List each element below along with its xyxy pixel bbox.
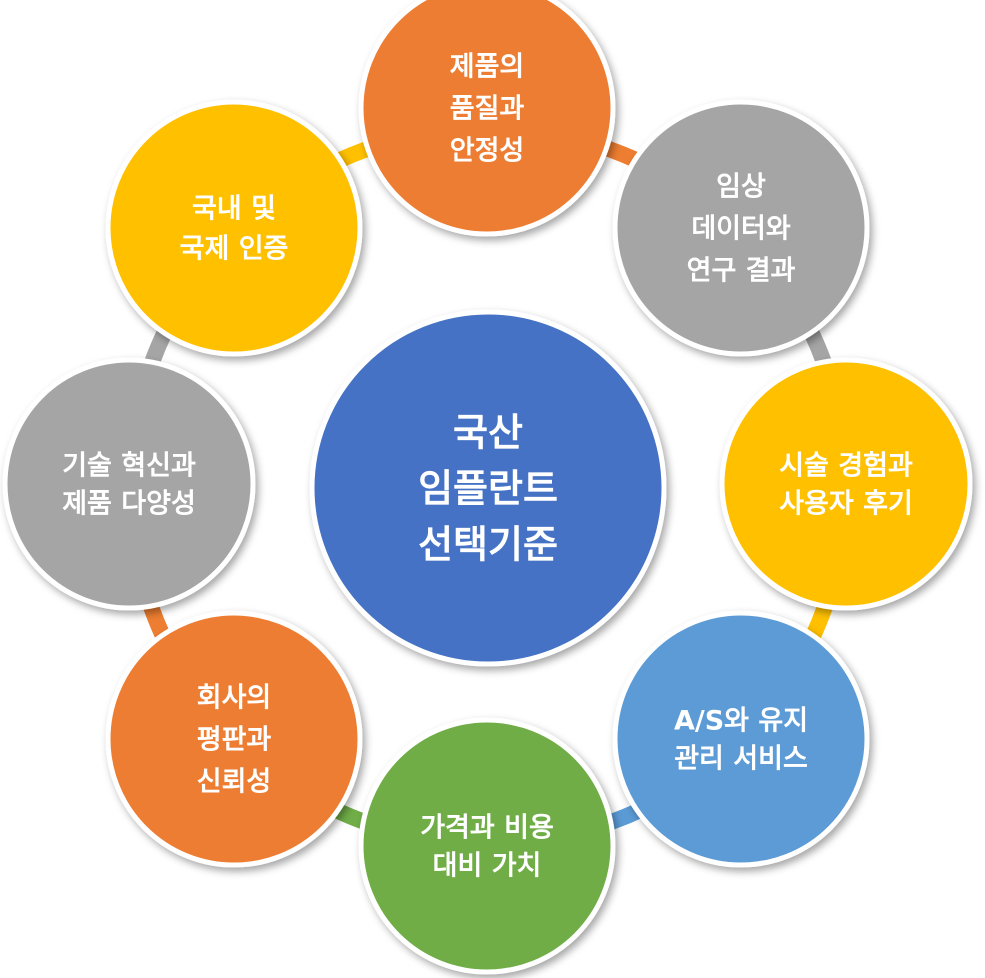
node-circle-after-service <box>612 610 870 868</box>
node-circle-certification <box>105 99 363 357</box>
node-label-quality-stability-line-2: 품질과 <box>450 94 525 125</box>
node-label-after-service-line-1: A/S와 유지 <box>674 706 808 737</box>
node-circle-company-reputation <box>105 610 363 868</box>
center-circle <box>309 309 667 667</box>
node-label-company-reputation-line-3: 신뢰성 <box>197 767 272 798</box>
node-certification: 국내 및국제 인증 <box>105 99 363 357</box>
node-circle-price-value <box>358 717 616 975</box>
node-label-tech-innovation-line-2: 제품 다양성 <box>62 489 196 520</box>
center-label-line-2: 임플란트 <box>418 467 558 511</box>
node-label-surgery-experience-line-1: 시술 경험과 <box>779 451 913 482</box>
node-circle-quality-stability <box>358 0 616 237</box>
node-label-quality-stability-line-3: 안정성 <box>450 136 525 167</box>
node-label-price-value-line-1: 가격과 비용 <box>420 813 554 844</box>
node-circle-tech-innovation <box>2 357 256 611</box>
node-label-certification-line-2: 국제 인증 <box>180 234 289 265</box>
node-label-clinical-data-line-1: 임상 <box>716 172 766 203</box>
node-label-surgery-experience-line-2: 사용자 후기 <box>779 489 913 520</box>
node-circle-surgery-experience <box>719 357 973 611</box>
node-label-certification-line-1: 국내 및 <box>192 194 276 225</box>
node-circle-clinical-data <box>612 99 870 357</box>
node-label-company-reputation-line-1: 회사의 <box>197 683 272 714</box>
node-label-price-value-line-2: 대비 가치 <box>433 851 542 882</box>
node-label-company-reputation-line-2: 평판과 <box>197 725 272 756</box>
node-label-clinical-data-line-2: 데이터와 <box>691 214 791 245</box>
center-label-line-3: 선택기준 <box>418 523 558 567</box>
node-label-tech-innovation-line-1: 기술 혁신과 <box>62 451 196 482</box>
center-label-line-1: 국산 <box>453 411 523 455</box>
node-label-clinical-data-line-3: 연구 결과 <box>687 256 796 287</box>
node-label-quality-stability-line-1: 제품의 <box>450 52 525 83</box>
node-label-after-service-line-2: 관리 서비스 <box>674 744 808 775</box>
